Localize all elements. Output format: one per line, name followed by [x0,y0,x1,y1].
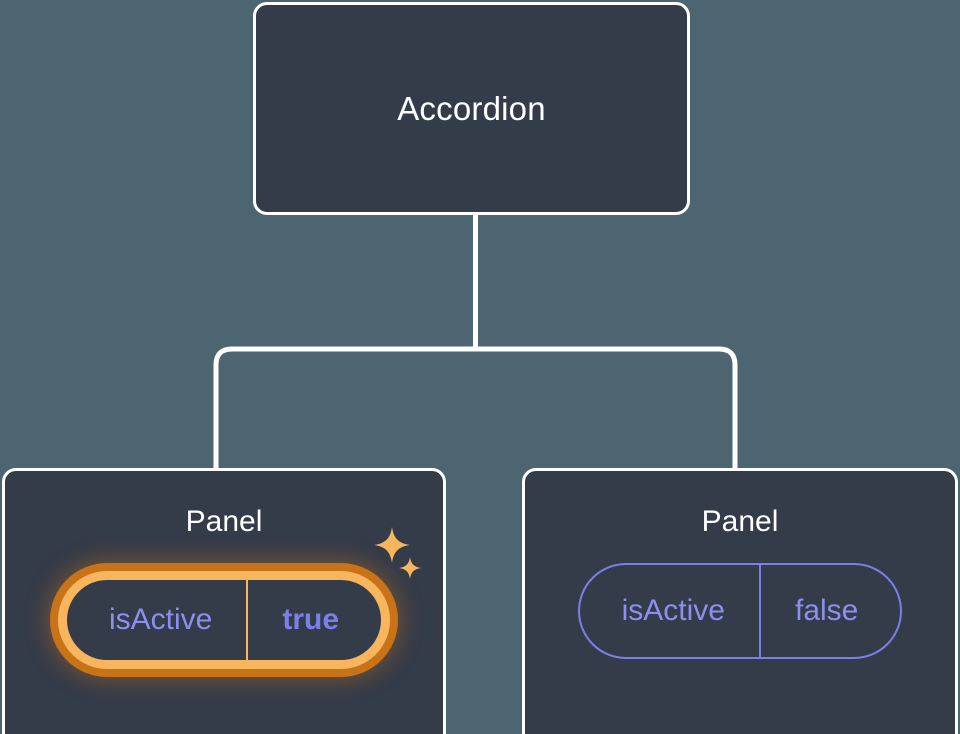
prop-pill-glow-ring-inner: isActive true [57,571,391,669]
node-panel-active[interactable]: Panel isActive true [2,468,446,734]
prop-pill-is-active-false[interactable]: isActive false [577,563,903,659]
prop-pill-is-active-true[interactable]: isActive true [66,580,382,660]
prop-pill-inactive-wrap: isActive false [577,563,903,659]
node-accordion[interactable]: Accordion [253,2,690,215]
prop-pill-glow-ring-outer: isActive true [49,563,399,677]
prop-key-label: isActive [621,594,725,627]
sparkle-small-icon [399,557,422,579]
prop-value-label: false [758,565,900,657]
node-panel-inactive-title: Panel [701,505,779,538]
prop-value-label: true [246,580,381,660]
node-accordion-title: Accordion [397,90,546,127]
sparkle-large-icon [374,527,411,563]
prop-key-label: isActive [108,603,213,636]
node-panel-inactive[interactable]: Panel isActive false [522,468,958,734]
prop-pill-active-wrap: isActive true [49,527,422,677]
node-panel-active-title: Panel [185,505,263,538]
connector-branch-bar [213,346,738,468]
